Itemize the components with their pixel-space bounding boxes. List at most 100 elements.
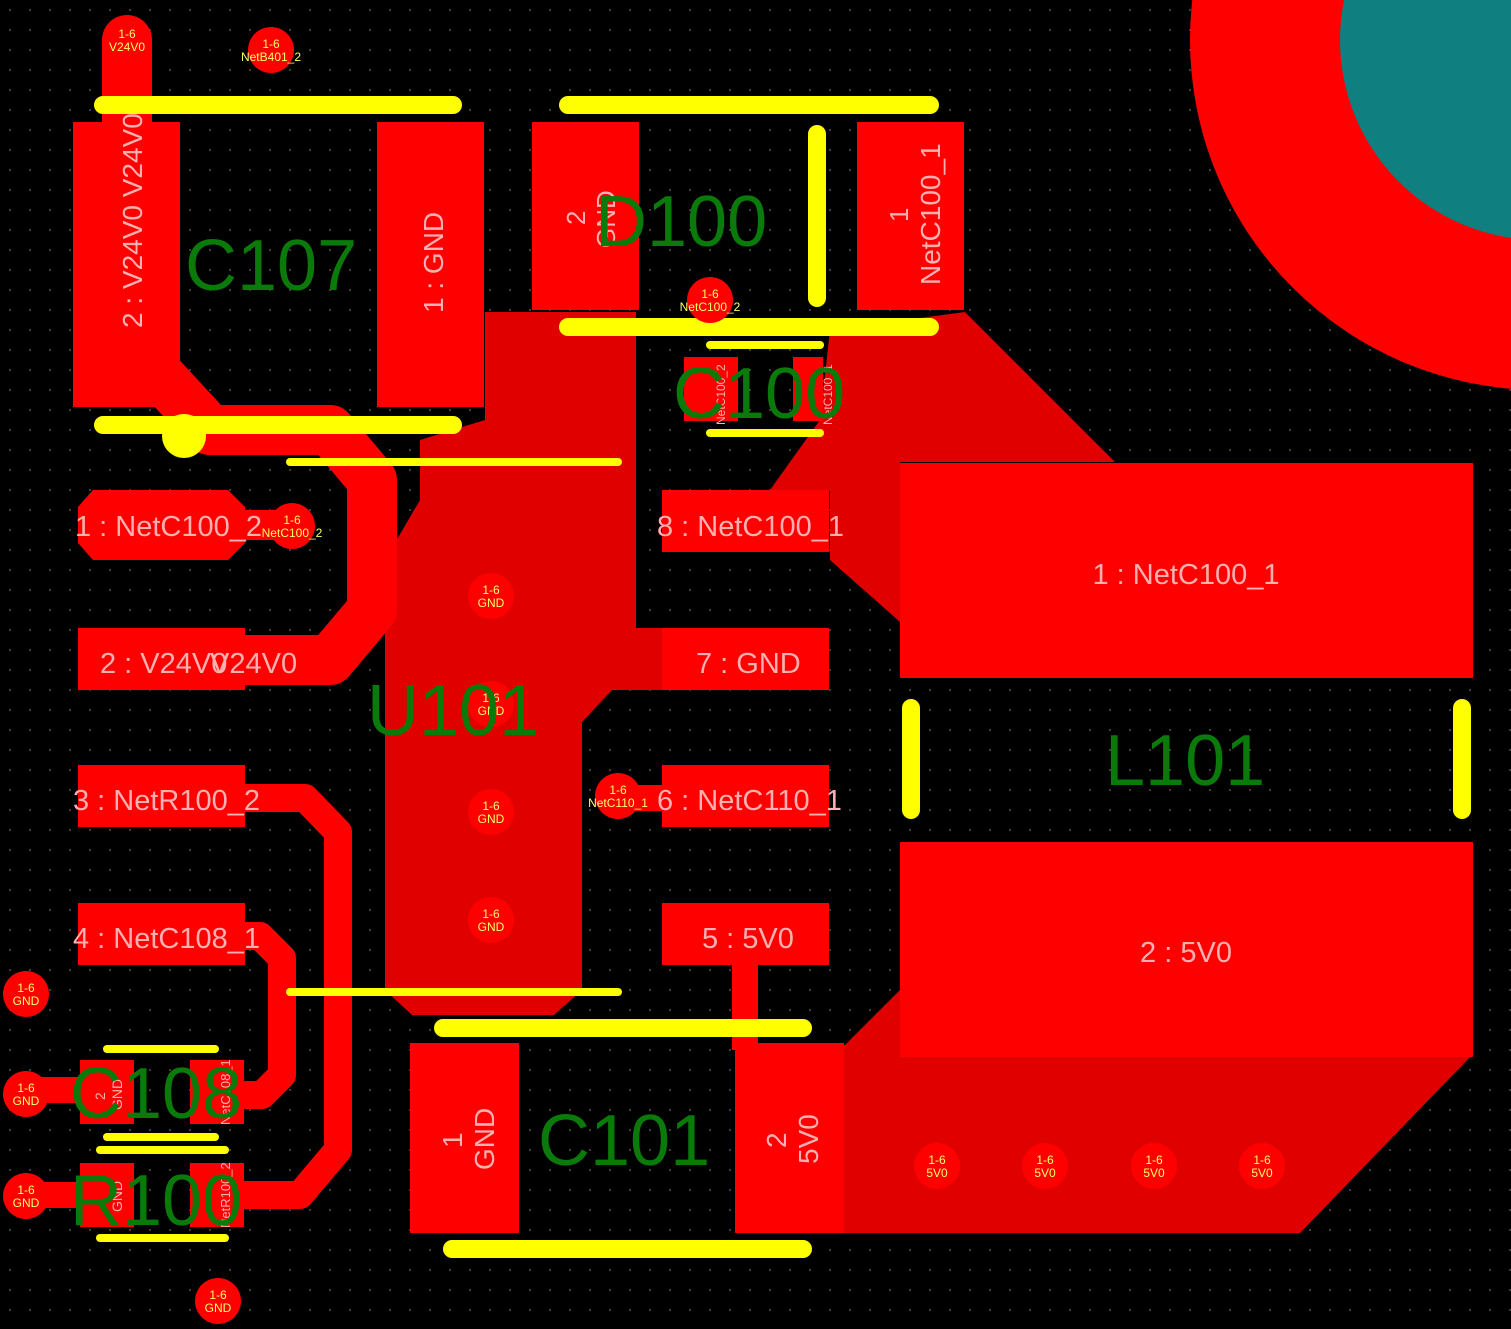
mounting-hole-drill	[1340, 0, 1511, 238]
via-net-label: GND	[205, 1301, 232, 1315]
via-netc110-1[interactable]	[595, 773, 641, 819]
d100-designator: D100	[595, 182, 767, 262]
c108-pad-1-net: NetC108_1	[218, 1059, 233, 1125]
via-net-label: GND	[478, 920, 505, 934]
via-layer-label: 1-6	[928, 1153, 946, 1167]
u101-pin-1[interactable]	[78, 490, 245, 560]
u101-pin-2-alt-label: V24V0	[210, 648, 297, 680]
via-net-label: GND	[13, 1094, 40, 1108]
c101-pad-1[interactable]	[410, 1043, 519, 1233]
pad-labels: 2 : V24V0 V24V0 1 : GND 2 GND 1 NetC100_…	[73, 113, 1280, 1228]
via-net-label: V24V0	[109, 40, 145, 54]
u101-pin-6-label: 6 : NetC110_1	[657, 785, 842, 817]
via-net-label: GND	[478, 704, 505, 718]
via-5v0[interactable]	[914, 1143, 960, 1189]
via-5v0[interactable]	[1131, 1143, 1177, 1189]
via-net-label: NetC100_2	[262, 526, 323, 540]
via-layer-label: 1-6	[17, 981, 35, 995]
via-gnd[interactable]	[468, 897, 514, 943]
c101-pad-1-net: GND	[469, 1108, 500, 1170]
c107-pad-2[interactable]	[73, 122, 180, 407]
u101-pin-4[interactable]	[78, 903, 245, 965]
via-gnd[interactable]	[468, 681, 514, 727]
via-layer-label: 1-6	[17, 1081, 35, 1095]
via-netc100-2[interactable]	[269, 503, 315, 549]
l101-pad-1-label: 1 : NetC100_1	[1092, 559, 1279, 591]
d100-pad-2-net: GND	[591, 190, 621, 248]
r100-pad-2-net: NetR100_2	[218, 1162, 233, 1228]
via-net-label: 5V0	[926, 1166, 948, 1180]
pads	[73, 122, 1473, 1233]
u101-pin-5[interactable]	[662, 903, 829, 965]
via-net-label: GND	[13, 1196, 40, 1210]
c100-pad-2[interactable]	[684, 357, 738, 421]
u101-designator: U101	[367, 671, 539, 751]
c107-pad-1[interactable]	[377, 122, 484, 407]
netc108-1-trace[interactable]	[240, 922, 296, 1109]
via-layer-label: 1-6	[1036, 1153, 1054, 1167]
via-layer-label: 1-6	[609, 783, 627, 797]
via-5v0[interactable]	[1022, 1143, 1068, 1189]
via-layer-label: 1-6	[209, 1288, 227, 1302]
via-gnd[interactable]	[3, 971, 49, 1017]
c101-pad-2-net: 5V0	[793, 1114, 824, 1164]
c108-pad-1[interactable]	[190, 1060, 244, 1124]
r100-pad-2[interactable]	[190, 1163, 244, 1227]
via-gnd[interactable]	[3, 1071, 49, 1117]
u101-pin-7[interactable]	[662, 628, 829, 690]
via-layer-label: 1-6	[118, 27, 136, 41]
via-layer-label: 1-6	[1145, 1153, 1163, 1167]
via-layer-label: 1-6	[262, 37, 280, 51]
via-netb401-2[interactable]	[248, 27, 294, 73]
via-net-label: 5V0	[1251, 1166, 1273, 1180]
via-layer-label: 1-6	[17, 1183, 35, 1197]
c108-pad-2-num: 2	[92, 1092, 108, 1100]
via-gnd[interactable]	[195, 1278, 241, 1324]
via-gnd[interactable]	[468, 573, 514, 619]
c108-pad-2[interactable]	[80, 1060, 134, 1124]
c100-pad-2-label: NetC100_2	[714, 364, 728, 425]
l101-designator: L101	[1105, 721, 1265, 801]
d100-pad-2-num: 2	[561, 211, 591, 225]
d100-pad-1-num: 1	[884, 208, 914, 222]
via-net-label: NetC100_2	[680, 300, 741, 314]
c100-pad-1-label: NetC100_1	[821, 364, 835, 425]
c100-pad-1[interactable]	[793, 357, 823, 421]
via-v24v0[interactable]	[104, 17, 150, 63]
u101-pin-1-label: 1 : NetC100_2	[75, 511, 262, 543]
designators: C107 D100 C100 U101 L101 C101 C108 R100	[70, 182, 1265, 1241]
d100-pad-1[interactable]	[857, 122, 964, 310]
u101-pin-8[interactable]	[662, 490, 829, 552]
u101-pin-2[interactable]	[78, 628, 245, 690]
gnd-pour[interactable]	[385, 312, 662, 1015]
via-net-label: NetB401_2	[241, 50, 301, 64]
u101-pin-2-label: 2 : V24V0	[100, 648, 227, 680]
r100-pad-1[interactable]	[80, 1163, 134, 1227]
c108-designator: C108	[70, 1054, 242, 1134]
l101-pad-2[interactable]	[900, 842, 1473, 1057]
via-5v0[interactable]	[1239, 1143, 1285, 1189]
u101-pin-3-label: 3 : NetR100_2	[73, 785, 260, 817]
d100-pad-2[interactable]	[532, 122, 639, 310]
via-gnd[interactable]	[3, 1173, 49, 1219]
silkscreen-layer	[94, 96, 1471, 1258]
c107-polarity-mark	[162, 414, 206, 458]
via-net-label: 5V0	[1034, 1166, 1056, 1180]
via-netc100-2[interactable]	[687, 277, 733, 323]
c101-designator: C101	[538, 1101, 710, 1181]
via-layer-label: 1-6	[482, 583, 500, 597]
netc100-1-pour[interactable]	[770, 312, 1115, 622]
l101-pad-2-label: 2 : 5V0	[1140, 937, 1232, 969]
u101-pin-3[interactable]	[78, 765, 245, 827]
c107-designator: C107	[185, 226, 357, 306]
c108-pad-2-net: GND	[109, 1079, 125, 1110]
l101-pad-1[interactable]	[900, 463, 1473, 678]
u101-pin-5-label: 5 : 5V0	[702, 923, 794, 955]
u101-pin-6[interactable]	[662, 765, 829, 827]
c101-pad-2[interactable]	[735, 1043, 844, 1233]
via-layer-label: 1-6	[482, 907, 500, 921]
via-gnd[interactable]	[468, 789, 514, 835]
via-net-label: GND	[478, 596, 505, 610]
